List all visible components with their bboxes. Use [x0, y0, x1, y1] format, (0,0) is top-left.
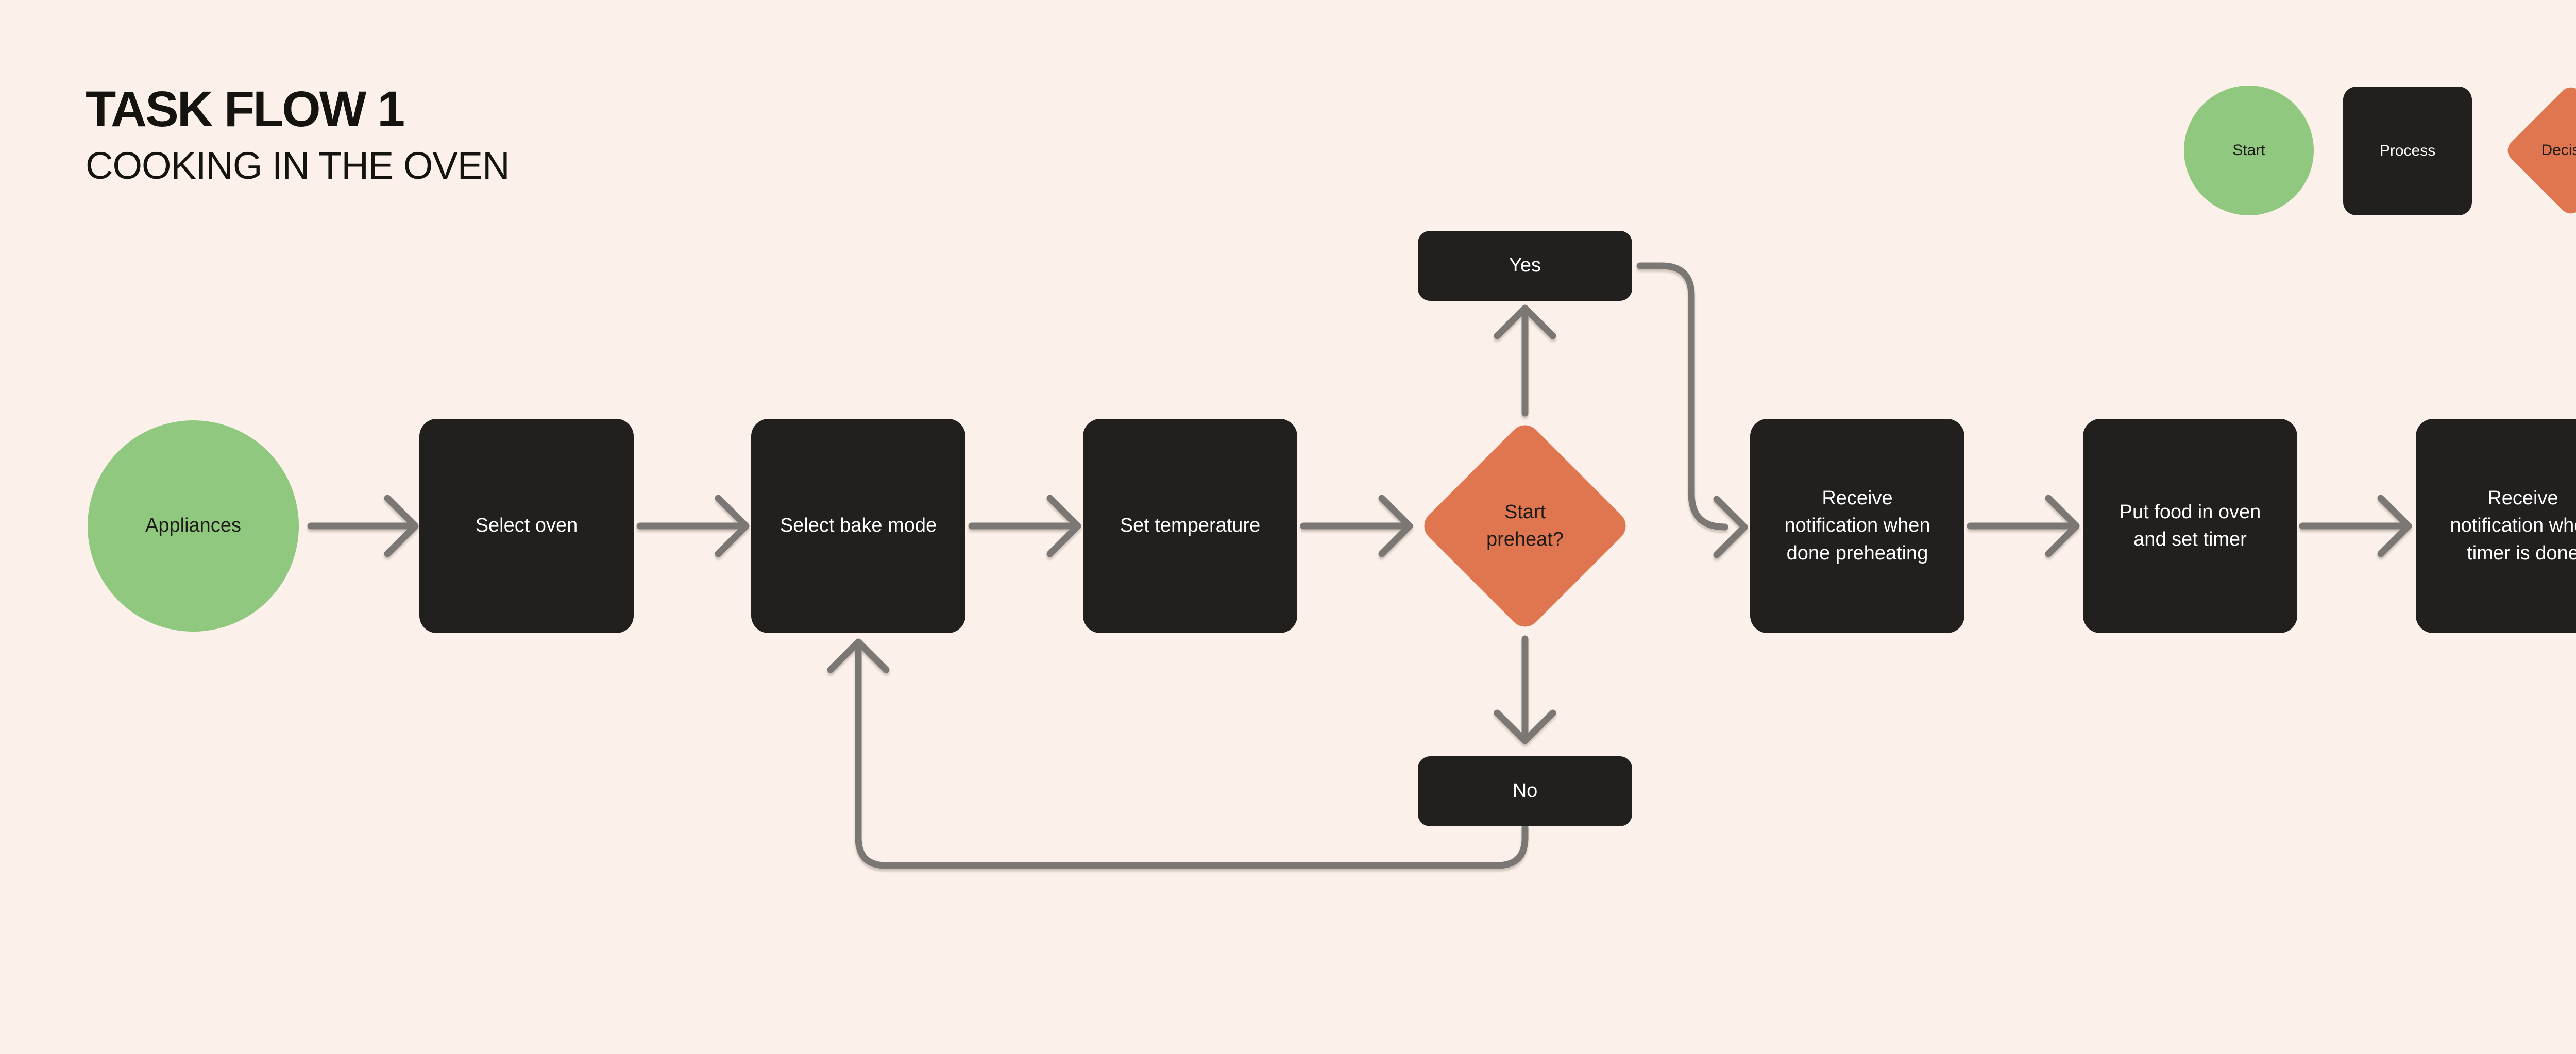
node-no: No — [1418, 756, 1632, 826]
arrow-select-bake-mode-to-set-temperature — [968, 495, 1081, 557]
node-select-oven: Select oven — [419, 419, 634, 633]
arrow-select-oven-to-select-bake-mode — [636, 495, 750, 557]
node-select-bake-mode: Select bake mode — [751, 419, 965, 633]
node-set-temperature-label: Set temperature — [1120, 515, 1261, 537]
page-title: TASK FLOW 1 — [86, 81, 405, 137]
node-select-oven-label: Select oven — [475, 515, 578, 537]
node-yes-label: Yes — [1509, 254, 1541, 277]
node-appliances-label: Appliances — [145, 515, 241, 537]
node-yes: Yes — [1418, 231, 1632, 301]
legend-process-shape: Process — [2343, 87, 2472, 215]
arrow-appliances-to-select-oven — [307, 495, 419, 557]
header: TASK FLOW 1 COOKING IN THE OVEN — [86, 82, 510, 185]
node-select-bake-mode-label: Select bake mode — [779, 515, 937, 537]
legend-start-label: Start — [2232, 142, 2265, 159]
node-notify-preheating-label: Receive notification when done preheatin… — [1784, 487, 1930, 564]
node-notify-timer: Receive notification when timer is done — [2416, 419, 2576, 633]
legend-process-label: Process — [2379, 142, 2436, 159]
node-start-preheat-decision: Start preheat? — [1418, 419, 1632, 633]
node-notify-timer-label: Receive notification when timer is done — [2450, 487, 2576, 564]
arrow-set-temperature-to-decision — [1300, 495, 1413, 557]
node-put-food: Put food in oven and set timer — [2083, 419, 2297, 633]
node-start-preheat-label: Start preheat? — [1486, 501, 1564, 550]
node-notify-preheating: Receive notification when done preheatin… — [1750, 419, 1964, 633]
connector-no-to-select-bake-mode — [827, 638, 1529, 869]
arrow-decision-to-no — [1494, 635, 1556, 744]
legend-decision-label: Decision — [2541, 142, 2576, 159]
arrow-notify-preheating-to-put-food — [1967, 495, 2080, 557]
node-no-label: No — [1512, 780, 1538, 802]
legend-decision-shape: Decision — [2503, 82, 2576, 218]
connector-yes-to-notify-preheating — [1636, 262, 1748, 558]
legend-start-shape: Start — [2184, 86, 2314, 215]
node-appliances: Appliances — [88, 420, 299, 632]
page-subtitle: COOKING IN THE OVEN — [86, 144, 510, 187]
arrow-decision-to-yes — [1494, 304, 1556, 417]
node-set-temperature: Set temperature — [1083, 419, 1297, 633]
node-put-food-label: Put food in oven and set timer — [2119, 501, 2261, 550]
arrow-put-food-to-notify-timer — [2299, 495, 2412, 557]
